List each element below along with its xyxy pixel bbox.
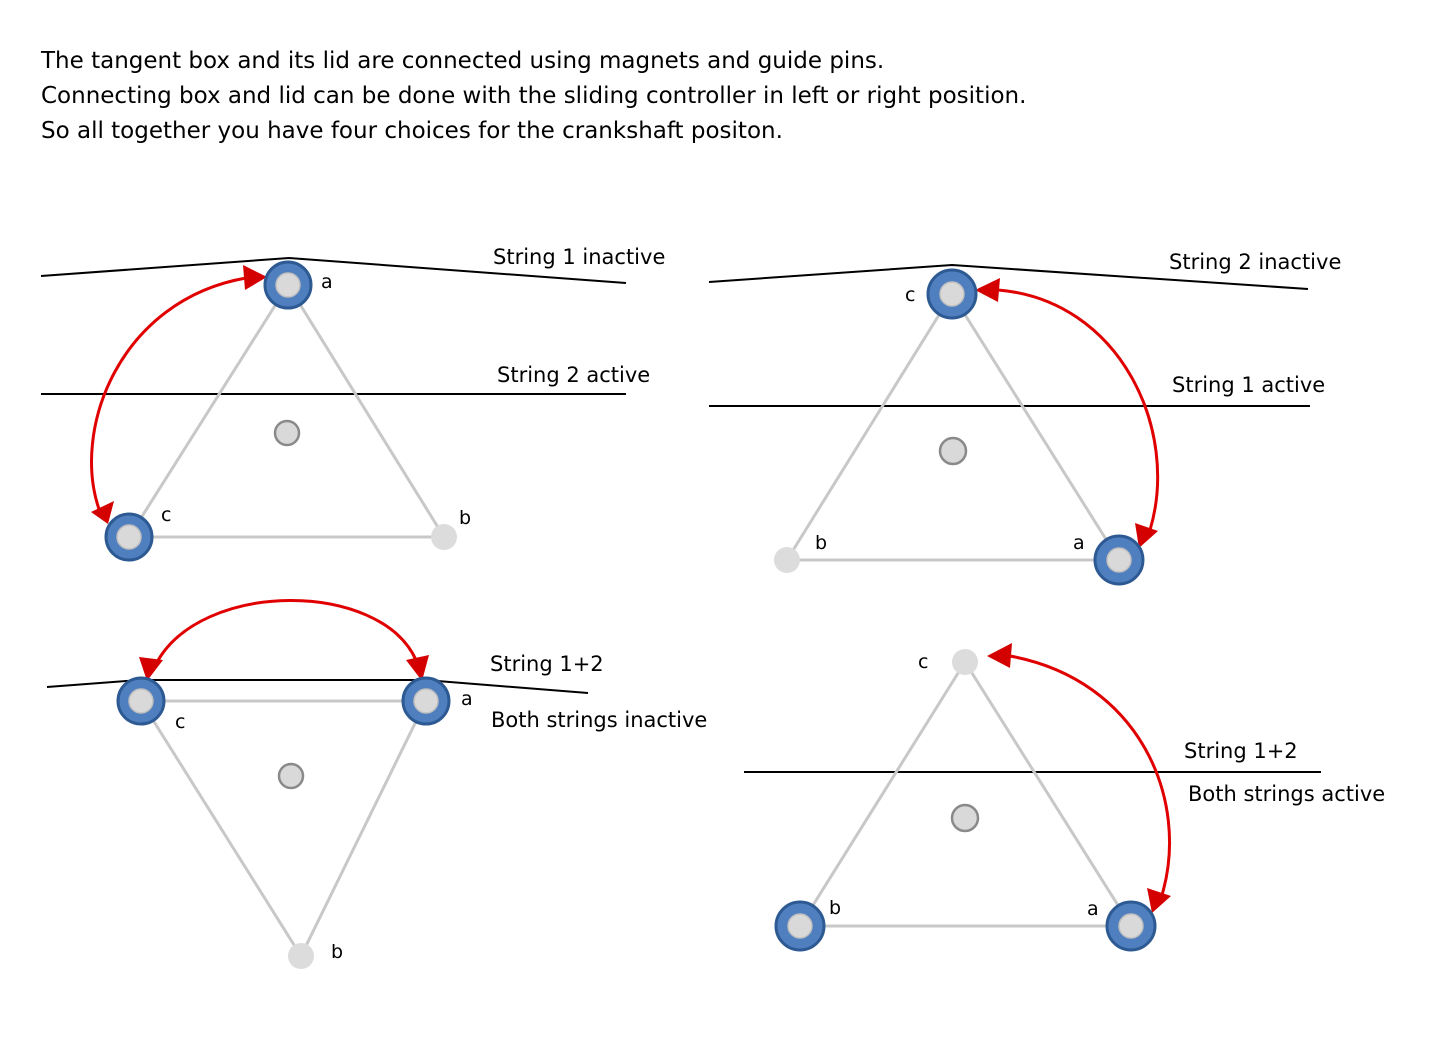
string-line: [46, 679, 589, 694]
panel-top-left: String 1 inactive String 2 active a b c: [40, 245, 665, 562]
pin-a: [1118, 913, 1144, 939]
pin-c: [128, 688, 154, 714]
panel-bottom-right: String 1+2 Both strings active c a b: [744, 643, 1385, 952]
pin-b: [774, 547, 800, 573]
point-label-a: a: [321, 271, 333, 293]
point-label-c: c: [175, 711, 185, 733]
string-top-label: String 1 inactive: [493, 245, 665, 269]
string-label: String 1+2: [490, 652, 604, 676]
arrow-head-c: [987, 643, 1012, 668]
string-label: String 1+2: [1184, 739, 1298, 763]
crank-hub: [273, 419, 301, 447]
point-label-a: a: [1073, 532, 1085, 554]
pin-a: [275, 272, 301, 298]
arrow-head-c: [139, 657, 163, 681]
point-label-c: c: [918, 651, 928, 673]
state-label: Both strings inactive: [491, 708, 707, 732]
state-label: Both strings active: [1188, 782, 1385, 806]
pin-b: [431, 524, 457, 550]
point-label-b: b: [331, 941, 343, 963]
arrow-head-c: [975, 278, 1000, 302]
crank-triangle: [784, 291, 1122, 562]
crank-triangle: [126, 282, 447, 539]
point-label-b: b: [459, 507, 471, 529]
pin-a: [1106, 547, 1132, 573]
crank-hub: [277, 762, 305, 790]
pin-a: [413, 688, 439, 714]
pin-b: [787, 913, 813, 939]
pin-c: [952, 649, 978, 675]
intro-line-3: So all together you have four choices fo…: [41, 118, 783, 144]
point-label-a: a: [461, 688, 473, 710]
crank-triangle: [797, 659, 1134, 928]
arrow-head-a: [243, 265, 267, 290]
intro-line-1: The tangent box and its lid are connecte…: [41, 48, 885, 74]
arrow-head-a: [1147, 888, 1171, 913]
crank-hub: [950, 803, 980, 833]
point-label-c: c: [161, 504, 171, 526]
rotation-arrow: [154, 599, 418, 665]
arrow-head-a: [1135, 523, 1158, 548]
panel-bottom-left: String 1+2 Both strings inactive a b c: [46, 599, 707, 969]
arrow-head-c: [91, 501, 114, 524]
string-top-label: String 2 inactive: [1169, 250, 1341, 274]
point-label-c: c: [905, 284, 915, 306]
point-label-b: b: [829, 897, 841, 919]
intro-line-2: Connecting box and lid can be done with …: [41, 83, 1027, 109]
string-mid-label: String 2 active: [497, 363, 650, 387]
pin-c: [116, 524, 142, 550]
pin-c: [939, 281, 965, 307]
panel-top-right: String 2 inactive String 1 active c a b: [708, 250, 1341, 586]
string-mid-label: String 1 active: [1172, 373, 1325, 397]
crank-hub: [938, 436, 968, 466]
point-label-a: a: [1087, 898, 1099, 920]
rotation-arrow: [90, 276, 247, 513]
crank-triangle: [138, 699, 429, 960]
string-line-top: [40, 256, 627, 284]
rotation-arrow: [997, 288, 1160, 531]
arrow-head-a: [406, 655, 429, 681]
rotation-arrow: [1009, 654, 1171, 896]
intro-text: The tangent box and its lid are connecte…: [41, 44, 1026, 149]
string-line-top: [708, 263, 1309, 290]
point-label-b: b: [815, 532, 827, 554]
pin-b: [288, 943, 314, 969]
